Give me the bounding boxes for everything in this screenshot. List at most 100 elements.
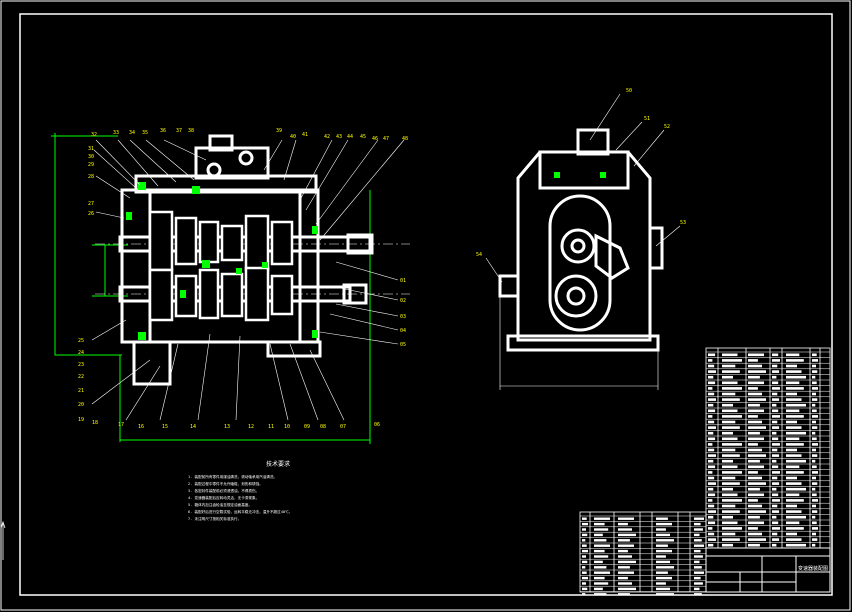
table-cell-text (708, 353, 716, 357)
table-cell-text (786, 370, 802, 373)
table-cell-text (722, 431, 733, 435)
table-cell-text (708, 359, 713, 362)
table-cell-text (812, 532, 816, 536)
table-cell-text (722, 521, 738, 525)
table-cell-text (722, 499, 742, 502)
balloon: 36 (160, 128, 166, 134)
table-cell-text (748, 504, 762, 508)
table-cell-text (708, 527, 713, 530)
table-cell-text (582, 582, 586, 585)
ucs-icon (0, 520, 6, 560)
table-cell-text (772, 499, 780, 502)
table-cell-text (722, 381, 738, 385)
table-cell-text (772, 409, 779, 413)
table-cell-text (812, 504, 816, 508)
tech-note: 4. 变速器装配后应转动灵活，无卡滞现象。 (188, 495, 259, 500)
table-cell-text (786, 443, 804, 446)
table-cell-text (594, 587, 603, 591)
balloon: 18 (92, 420, 98, 426)
table-cell-text (786, 504, 797, 508)
table-cell-text (812, 454, 818, 457)
balloon: 41 (302, 132, 308, 138)
table-cell-text (772, 538, 780, 541)
table-cell-text (722, 420, 736, 424)
table-cell-text (786, 454, 802, 457)
balloon: 08 (320, 424, 326, 430)
balloon: 40 (290, 134, 296, 140)
table-cell-text (772, 465, 779, 469)
table-cell-text (594, 576, 605, 580)
table-cell-text (618, 566, 630, 569)
balloon: 39 (276, 128, 282, 134)
table-cell-text (812, 375, 816, 379)
table-cell-text (656, 571, 668, 574)
table-cell-text (748, 532, 762, 536)
table-cell-text (722, 370, 740, 373)
table-cell-text (722, 510, 740, 513)
table-cell-text (786, 403, 806, 407)
table-cell-text (722, 543, 733, 547)
table-cell-text (594, 555, 609, 558)
table-cell-text (722, 504, 736, 508)
balloon: 43 (336, 134, 342, 140)
table-cell-text (708, 415, 713, 418)
table-cell-text (708, 387, 713, 390)
drawing-name: 变速器装配图 (798, 565, 828, 572)
balloon: 09 (304, 424, 310, 430)
technical-requirements: 技术要求 1. 装配前所有零件用煤油清洗，滚动轴承用汽油清洗。 2. 装配过程中… (188, 460, 292, 521)
table-cell-text (694, 555, 703, 558)
table-cell-text (812, 403, 816, 407)
table-cell-text (786, 499, 804, 502)
table-cell-text (748, 459, 760, 463)
table-cell-text (748, 521, 764, 525)
table-cell-text (748, 448, 762, 452)
balloon: 31 (88, 146, 94, 152)
table-cell-text (748, 476, 762, 480)
table-cell-text (748, 409, 764, 413)
table-cell-text (786, 437, 800, 441)
table-cell-text (786, 521, 800, 525)
table-cell-text (618, 539, 630, 542)
table-cell-text (786, 420, 797, 424)
balloon: 27 (88, 201, 94, 207)
balloon: 32 (91, 132, 97, 138)
balloon: 54 (476, 252, 482, 258)
table-cell-text (618, 571, 634, 574)
balloon: 20 (78, 402, 84, 408)
table-cell-text (812, 398, 818, 401)
table-cell-text (722, 471, 742, 474)
table-cell-text (722, 409, 738, 413)
table-cell-text (748, 499, 758, 502)
table-cell-text (722, 515, 733, 519)
table-cell-text (748, 482, 766, 485)
table-cell-text (772, 471, 780, 474)
table-cell-text (708, 515, 714, 519)
front-balloons-top: 32 33 34 35 36 37 38 39 40 41 42 43 44 4… (91, 128, 408, 142)
balloon: 03 (400, 314, 406, 320)
table-cell-text (772, 392, 778, 396)
table-cell-text (708, 487, 714, 491)
table-cell-text (694, 571, 704, 574)
table-cell-text (582, 528, 586, 531)
table-cell-text (722, 527, 742, 530)
table-cell-text (786, 431, 806, 435)
table-cell-text (594, 566, 607, 569)
table-cell-text (748, 510, 766, 513)
table-cell-text (772, 543, 777, 547)
balloon: 21 (78, 388, 84, 394)
table-cell-text (582, 560, 588, 564)
table-cell-text (748, 392, 762, 396)
table-cell-text (748, 398, 766, 401)
lower-parts-table (579, 511, 707, 593)
table-cell-text (708, 409, 716, 413)
balloon: 22 (78, 374, 84, 380)
table-cell-text (812, 543, 816, 547)
front-balloons-left: 31 30 29 28 27 26 25 24 23 22 21 20 19 1… (78, 146, 98, 426)
table-cell-text (812, 471, 818, 474)
table-cell-text (594, 533, 603, 537)
table-cell-text (812, 353, 817, 357)
balloon: 11 (268, 424, 274, 430)
table-cell-text (812, 487, 816, 491)
table-cell-text (772, 532, 778, 536)
table-cell-text (748, 359, 758, 362)
